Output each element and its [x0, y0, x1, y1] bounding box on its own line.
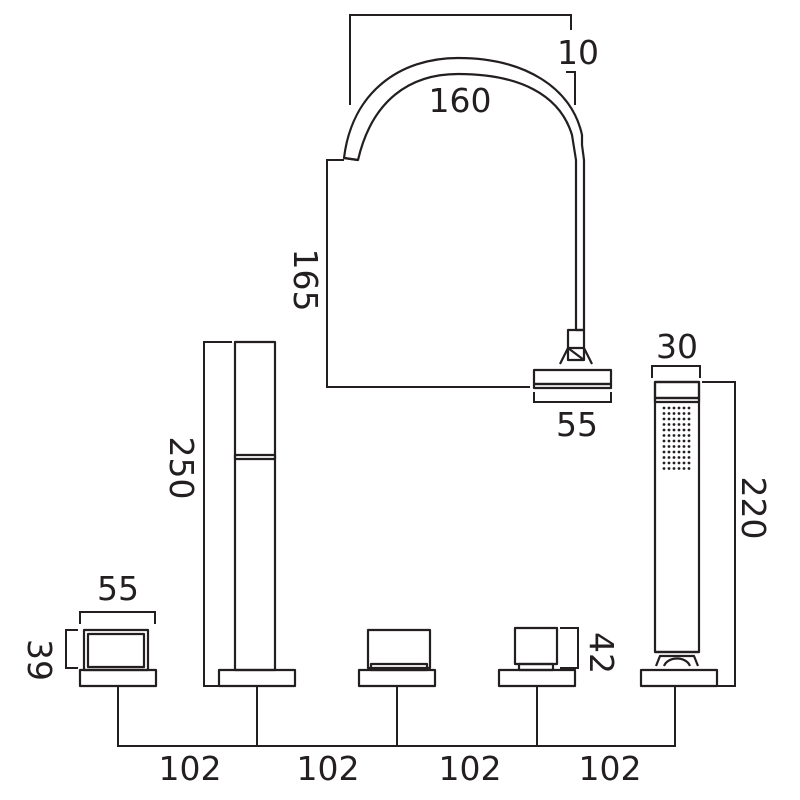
- spray-dot: [667, 456, 671, 459]
- spray-dot: [682, 467, 686, 470]
- spray-dot: [662, 434, 666, 437]
- spray-dot: [687, 406, 691, 410]
- spray-dot: [682, 428, 686, 432]
- spray-dot: [687, 434, 691, 437]
- spray-dot: [682, 423, 686, 426]
- spray-dot: [682, 456, 686, 459]
- spray-dot: [687, 412, 691, 415]
- spout-base-label: 55: [556, 405, 598, 444]
- spray-face-dots: [662, 406, 691, 470]
- spray-dot: [662, 417, 666, 421]
- shower-handset: [639, 380, 719, 688]
- handset-height-label: 220: [734, 477, 773, 540]
- spray-dot: [662, 406, 666, 410]
- spray-dot: [662, 450, 666, 454]
- spray-dot: [682, 445, 686, 448]
- spray-dot: [677, 439, 681, 443]
- spray-dot: [682, 406, 686, 410]
- spray-dot: [672, 423, 676, 426]
- spray-dot: [687, 461, 691, 465]
- spacing-label-4: 102: [579, 749, 642, 788]
- spray-dot: [672, 456, 676, 459]
- spray-dot: [687, 450, 691, 454]
- spray-dot: [672, 406, 676, 410]
- spray-dot: [667, 467, 671, 470]
- spray-dot: [672, 461, 676, 465]
- spray-dot: [682, 417, 686, 421]
- spray-dot: [677, 412, 681, 415]
- spray-dot: [682, 461, 686, 465]
- diverter-height-label: 250: [162, 437, 201, 500]
- handle-width-label: 55: [97, 569, 139, 608]
- spray-dot: [667, 450, 671, 454]
- spray-dot: [672, 434, 676, 437]
- spray-dot: [687, 456, 691, 459]
- spray-dot: [677, 417, 681, 421]
- spout-outlet-label: 10: [557, 33, 599, 72]
- spacing-label-1: 102: [159, 749, 222, 788]
- handle-height-label: 39: [20, 639, 59, 681]
- spray-dot: [662, 445, 666, 448]
- spray-dot: [672, 417, 676, 421]
- spray-dot: [687, 467, 691, 470]
- spray-dot: [667, 461, 671, 465]
- spray-dot: [682, 434, 686, 437]
- spray-dot: [677, 461, 681, 465]
- spray-dot: [662, 423, 666, 426]
- spray-dot: [682, 450, 686, 454]
- spray-dot: [677, 406, 681, 410]
- right-valve: [497, 626, 577, 688]
- spray-dot: [677, 450, 681, 454]
- spray-dot: [662, 467, 666, 470]
- spray-dot: [677, 428, 681, 432]
- spacing-label-2: 102: [297, 749, 360, 788]
- spray-dot: [677, 456, 681, 459]
- spout-reach-label: 160: [429, 81, 492, 120]
- spray-dot: [667, 412, 671, 415]
- spray-dot: [687, 439, 691, 443]
- spray-dot: [672, 428, 676, 432]
- spray-dot: [677, 467, 681, 470]
- spray-dot: [677, 423, 681, 426]
- spacing-label-3: 102: [439, 749, 502, 788]
- spray-dot: [672, 412, 676, 415]
- spray-dot: [667, 423, 671, 426]
- spray-dot: [687, 417, 691, 421]
- gooseneck-spout: [342, 56, 613, 390]
- spray-dot: [662, 439, 666, 443]
- spray-dot: [672, 439, 676, 443]
- valve-height-label: 42: [582, 632, 621, 674]
- spray-dot: [672, 450, 676, 454]
- left-handle: [78, 628, 158, 688]
- spray-dot: [672, 467, 676, 470]
- spray-dot: [667, 439, 671, 443]
- spray-dot: [687, 428, 691, 432]
- spray-dot: [682, 439, 686, 443]
- spray-dot: [682, 412, 686, 415]
- spray-dot: [662, 456, 666, 459]
- spray-dot: [662, 412, 666, 415]
- spout-height-label: 165: [286, 249, 325, 312]
- spray-dot: [677, 434, 681, 437]
- spray-dot: [677, 445, 681, 448]
- spray-dot: [667, 445, 671, 448]
- spray-dot: [667, 428, 671, 432]
- spray-dot: [667, 434, 671, 437]
- spray-dot: [667, 417, 671, 421]
- spray-dot: [667, 406, 671, 410]
- spray-dot: [687, 445, 691, 448]
- spray-dot: [672, 445, 676, 448]
- middle-handle: [357, 628, 437, 688]
- spray-dot: [662, 461, 666, 465]
- spray-dot: [687, 423, 691, 426]
- spray-dot: [662, 428, 666, 432]
- dimension-lines: [65, 14, 736, 747]
- handset-width-label: 30: [656, 327, 698, 366]
- diverter-column: [217, 340, 297, 688]
